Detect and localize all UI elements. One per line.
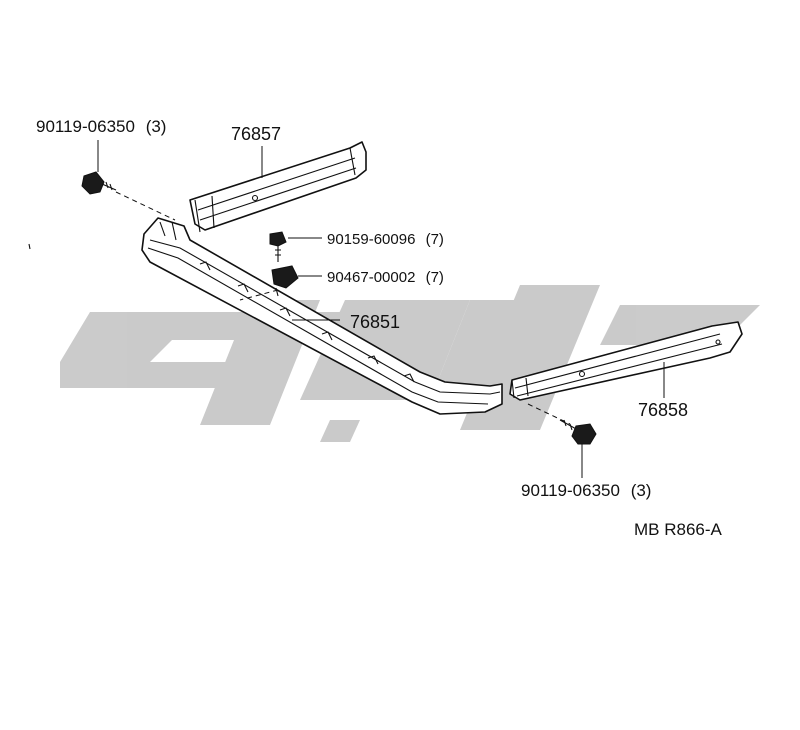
part-number: 90467-00002 [327, 269, 415, 286]
quantity: (3) [631, 481, 652, 500]
part-number: 76851 [350, 312, 400, 332]
quantity: (7) [426, 269, 444, 286]
callout-screw: 90159-60096 (7) [327, 231, 444, 248]
part-number: 90119-06350 [521, 481, 620, 500]
bolt-right-icon [559, 419, 597, 445]
screw-icon [269, 231, 287, 262]
leader-bolt-right-dash [527, 403, 571, 425]
extension-right-part [509, 321, 743, 401]
callout-extension-left: 76857 [231, 124, 281, 144]
callout-spoiler-center: 76851 [350, 312, 400, 332]
callout-bolt-left: 90119-06350 (3) [36, 117, 166, 136]
part-number: 76857 [231, 124, 281, 144]
extension-left-part [189, 141, 367, 233]
callout-extension-right: 76858 [638, 400, 688, 420]
callout-bolt-right: 90119-06350 (3) [521, 481, 651, 500]
part-number: 90159-60096 [327, 231, 415, 248]
clip-nut-icon [271, 265, 299, 297]
part-number: 76858 [638, 400, 688, 420]
spoiler-center-part [141, 217, 503, 415]
quantity: (7) [426, 231, 444, 248]
part-number: 90119-06350 [36, 117, 135, 136]
leader-bolt-left-dash [115, 191, 176, 221]
bolt-left-icon [81, 171, 117, 195]
callout-clip-nut: 90467-00002 (7) [327, 269, 444, 286]
stray-mark [28, 243, 31, 250]
quantity: (3) [146, 117, 167, 136]
drawing-code: MB R866-A [634, 520, 723, 539]
leader-clip-dash [239, 289, 279, 301]
